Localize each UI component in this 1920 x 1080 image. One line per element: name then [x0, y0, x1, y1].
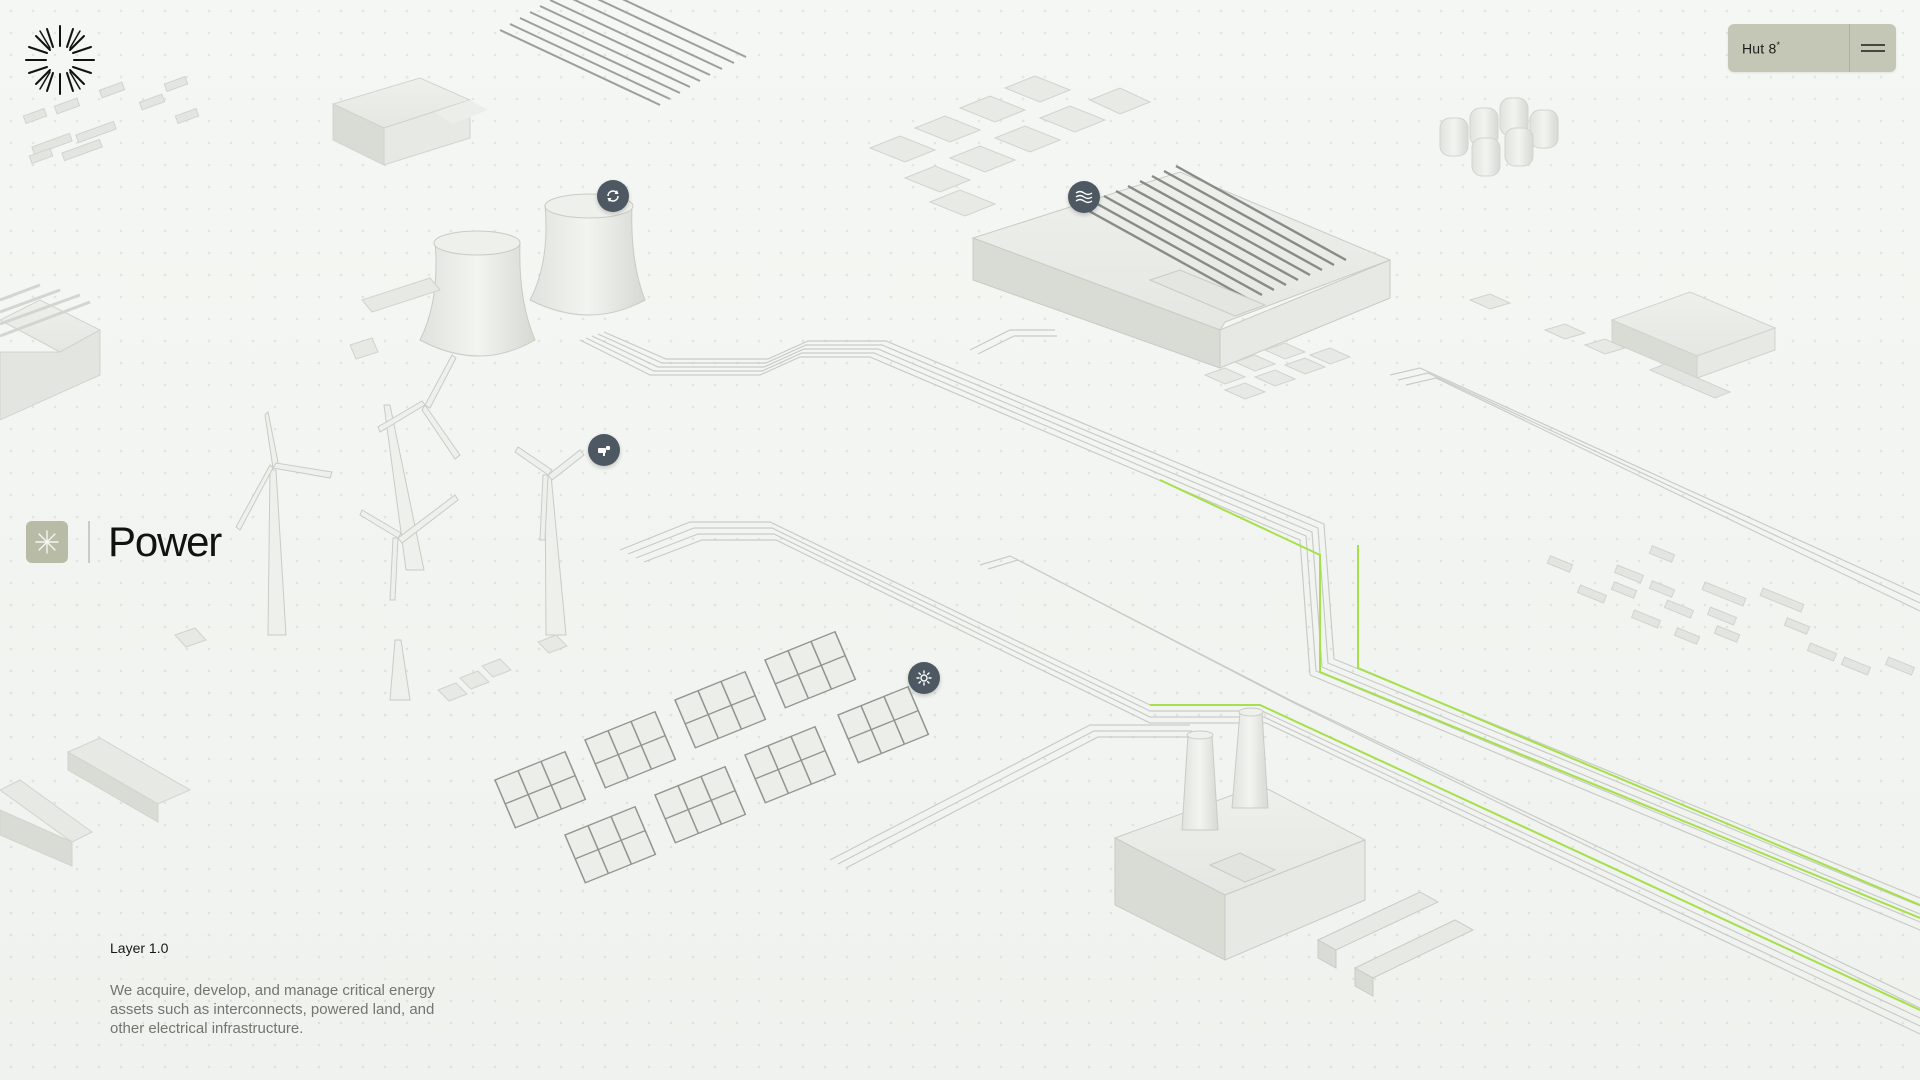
data-center-hotspot[interactable] — [1068, 181, 1100, 213]
layer-icon-badge — [26, 521, 68, 563]
cooling-towers — [349, 193, 646, 360]
layer-label: Layer 1.0 — [110, 940, 169, 956]
left-warehouse — [0, 283, 102, 421]
waves-icon — [1075, 190, 1093, 204]
wind-icon — [598, 446, 610, 456]
brand-mark: * — [1776, 39, 1781, 50]
wind-turbines — [235, 354, 585, 701]
brand-link[interactable]: Hut 8* — [1728, 40, 1849, 57]
sun-icon — [916, 670, 932, 686]
server-cluster — [868, 75, 1152, 217]
data-center-building — [971, 164, 1392, 369]
menu-button[interactable] — [1850, 24, 1896, 72]
heading-divider — [88, 521, 90, 563]
storage-tanks — [1439, 97, 1559, 177]
layer-heading: Power — [26, 518, 222, 566]
energized-lines — [1150, 479, 1920, 1011]
hamburger-menu-icon — [1861, 44, 1885, 52]
wind-turbine-hotspot[interactable] — [588, 434, 620, 466]
office-building — [331, 77, 488, 166]
solar-array — [494, 630, 930, 884]
power-lines — [579, 329, 1920, 1035]
recycle-icon — [607, 190, 619, 202]
sunburst-logo-icon[interactable] — [22, 22, 98, 98]
site-menu: Hut 8* — [1728, 24, 1896, 72]
ribbed-warehouse-top — [499, 0, 747, 106]
asterisk-icon — [35, 530, 59, 554]
solar-panel-hotspot[interactable] — [908, 662, 940, 694]
layer-title: Power — [108, 518, 222, 565]
power-plant — [1113, 707, 1475, 997]
ground-blocks — [0, 627, 568, 867]
cooling-tower-hotspot[interactable] — [597, 180, 629, 212]
brand-name: Hut 8 — [1742, 40, 1777, 57]
substation-building — [1610, 291, 1777, 399]
scattered-blocks — [22, 75, 200, 165]
layer-description: We acquire, develop, and manage critical… — [110, 982, 435, 1037]
right-scattered-blocks — [1546, 545, 1916, 676]
menu-divider — [1849, 24, 1850, 72]
